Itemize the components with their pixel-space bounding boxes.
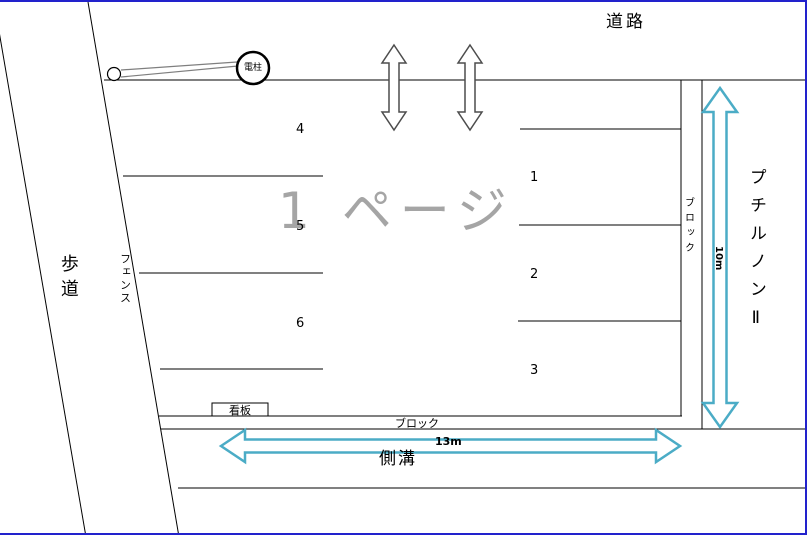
fence-label: フェンス: [118, 253, 132, 305]
height-dimension-label: 10m: [713, 246, 724, 271]
signboard-label: 看板: [229, 404, 251, 417]
parking-space-number: 3: [530, 363, 539, 378]
width-dimension-label: 13m: [435, 435, 462, 448]
guy-anchor-circle: [106, 66, 122, 82]
sidewalk-label: 歩道: [57, 254, 79, 304]
road-label: 道路: [606, 12, 646, 32]
gutter-label: 側溝: [379, 449, 417, 469]
updown-arrow-icon: [380, 43, 408, 132]
utility-pole-circle: [235, 50, 271, 86]
signboard-box: [211, 402, 269, 417]
utility-pole-callout-line: [120, 61, 238, 71]
parking-space-number: 6: [296, 316, 305, 331]
parking-space-number: 4: [296, 122, 305, 137]
width-dimension-arrow: [218, 427, 683, 465]
utility-pole-callout-line: [120, 65, 239, 78]
utility-pole-label: 電柱: [243, 63, 262, 73]
updown-arrow-icon: [456, 43, 484, 132]
height-dimension-arrow: [700, 85, 740, 430]
fence-line: [87, 2, 179, 533]
page-watermark: 1 ページ: [278, 182, 515, 240]
parking-space-number: 2: [530, 267, 539, 282]
building-label: プチルノンⅡ: [745, 168, 766, 339]
block-wall-bottom-label: ブロック: [395, 417, 439, 430]
sidewalk-outer-line: [0, 33, 86, 533]
parking-space-number: 1: [530, 170, 539, 185]
parking-space-number: 5: [296, 219, 305, 234]
block-wall-right-label: ブロック: [682, 197, 694, 257]
